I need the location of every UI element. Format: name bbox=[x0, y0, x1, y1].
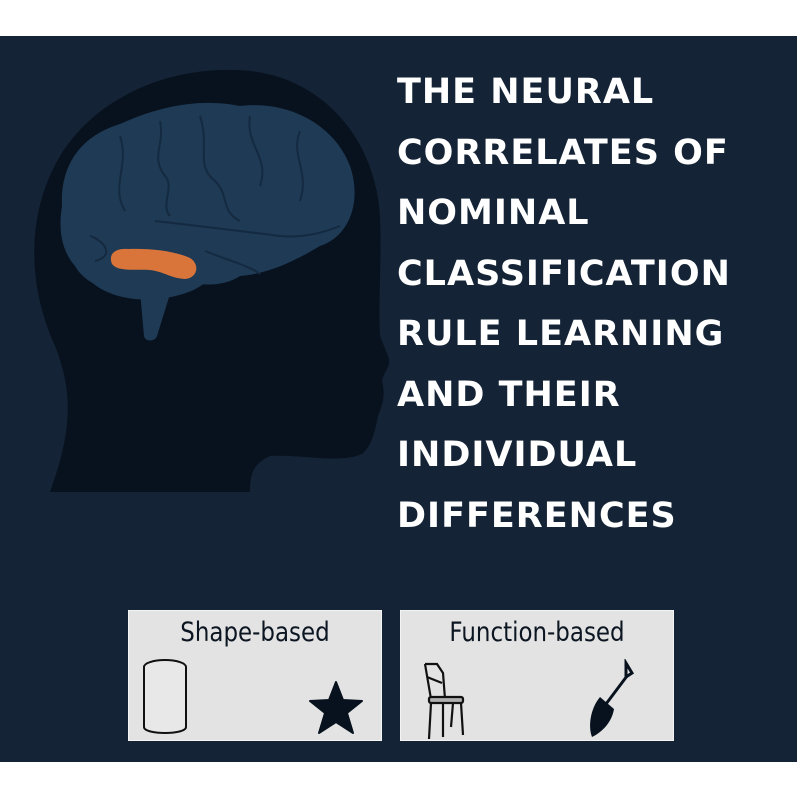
star-icon bbox=[309, 681, 363, 734]
poster: THE NEURAL CORRELATES OF NOMINAL CLASSIF… bbox=[0, 36, 797, 762]
title-line: RULE LEARNING bbox=[397, 314, 725, 354]
panel-label: Function-based bbox=[449, 617, 625, 648]
shape-based-panel: Shape-based bbox=[128, 610, 382, 741]
function-based-panel: Function-based bbox=[400, 610, 674, 741]
title-line: THE NEURAL bbox=[397, 72, 655, 112]
title-line: AND THEIR bbox=[397, 374, 621, 415]
highlighted-region bbox=[110, 248, 197, 279]
poster-title: THE NEURAL CORRELATES OF NOMINAL CLASSIF… bbox=[397, 62, 731, 546]
title-line: DIFFERENCES bbox=[397, 495, 677, 536]
chair-icon bbox=[423, 662, 465, 740]
title-line: NOMINAL bbox=[397, 193, 590, 233]
cylinder-icon bbox=[143, 659, 187, 734]
head-silhouette-icon bbox=[34, 69, 390, 493]
shovel-icon bbox=[590, 659, 635, 737]
title-line: CORRELATES OF bbox=[397, 132, 729, 173]
panel-label: Shape-based bbox=[180, 617, 330, 648]
title-line: CLASSIFICATION bbox=[397, 253, 731, 294]
title-line: INDIVIDUAL bbox=[397, 435, 638, 475]
brain-icon bbox=[60, 102, 355, 341]
